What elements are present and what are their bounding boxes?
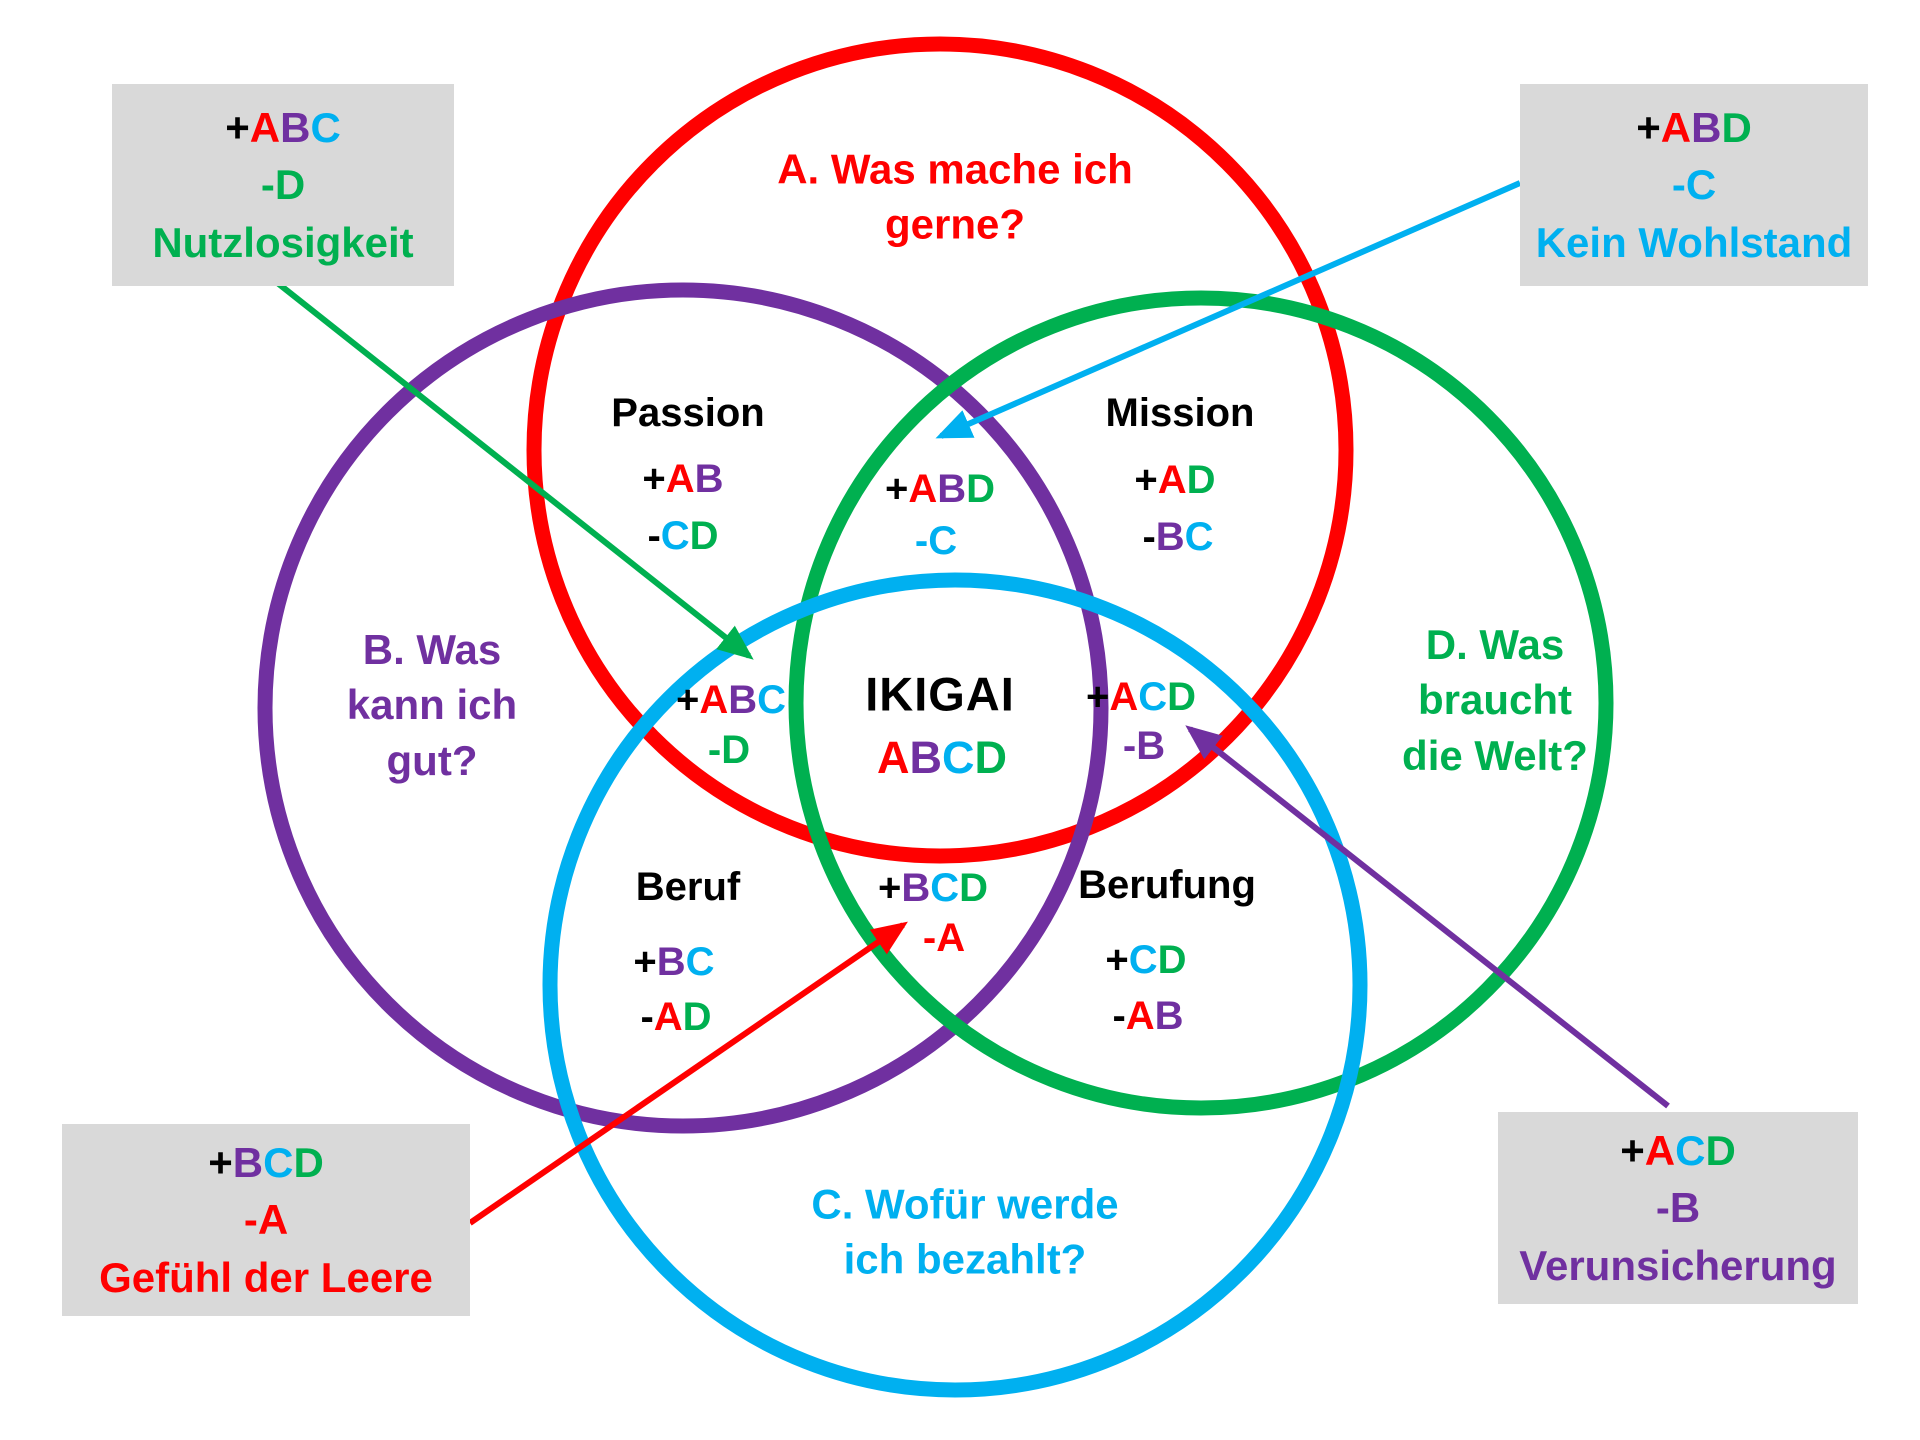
green-callout-arrow [273,278,754,660]
region-berufung-name: Berufung [1078,863,1256,907]
region-abc-plus: +ABC [675,678,787,722]
region-mission-plus: +AD [1134,458,1216,502]
region-beruf-minus: -AD [640,995,712,1039]
region-beruf-plus: +BC [633,940,715,984]
region-abc-minus: -D [707,728,751,772]
callout-top-left-minus: -D [260,161,306,209]
callout-bottom-right: +ACD -B Verunsicherung [1498,1112,1858,1304]
callout-bottom-right-plus: +ACD [1620,1127,1736,1175]
callout-top-left-plus: +ABC [225,104,341,152]
region-bcd-minus: -A [922,916,966,960]
purple-callout-arrow [1185,725,1670,1109]
circle-d-green [788,290,1614,1116]
region-mission-minus: -BC [1142,515,1214,559]
callout-bottom-right-minus: -B [1655,1184,1701,1232]
region-berufung-minus: -AB [1112,994,1184,1038]
circle-d-question: D. Was braucht die Welt? [1402,620,1588,779]
blue-callout-arrow [935,180,1522,439]
region-passion-plus: +AB [642,457,724,501]
callout-bottom-right-label: Verunsicherung [1519,1241,1837,1289]
region-passion-name: Passion [611,391,765,435]
circle-b-question: B. Was kann ich gut? [346,625,518,784]
callout-top-right-label: Kein Wohlstand [1535,218,1853,266]
region-mission-name: Mission [1105,391,1255,435]
callout-bottom-left-label: Gefühl der Leere [99,1253,433,1301]
ikigai-code: ABCD [877,731,1007,783]
region-acd-minus: -B [1122,724,1166,768]
region-bcd-plus: +BCD [877,866,989,910]
region-berufung-plus: +CD [1105,938,1187,982]
region-acd-plus: +ACD [1085,675,1197,719]
callout-bottom-left-minus: -A [243,1196,289,1244]
region-passion-minus: -CD [647,514,719,558]
callout-top-right: +ABD -C Kein Wohlstand [1520,84,1868,286]
circle-b-purple [257,282,1109,1134]
circle-a-red [526,36,1354,864]
region-abd-minus: -C [914,519,958,563]
ikigai-title: IKIGAI [865,667,1015,721]
region-abd-plus: +ABD [884,467,996,511]
callout-top-left-label: Nutzlosigkeit [152,218,414,266]
circle-c-cyan [542,572,1368,1398]
callout-bottom-left: +BCD -A Gefühl der Leere [62,1124,470,1316]
red-callout-arrow [468,921,908,1226]
circle-c-question: C. Wofür werde ich bezahlt? [811,1180,1119,1283]
callout-bottom-left-plus: +BCD [208,1139,324,1187]
region-beruf-name: Beruf [635,865,741,909]
callout-top-left: +ABC -D Nutzlosigkeit [112,84,454,286]
callout-top-right-minus: -C [1671,161,1717,209]
circle-a-question: A. Was mache ich gerne? [777,145,1133,248]
callout-top-right-plus: +ABD [1636,104,1752,152]
